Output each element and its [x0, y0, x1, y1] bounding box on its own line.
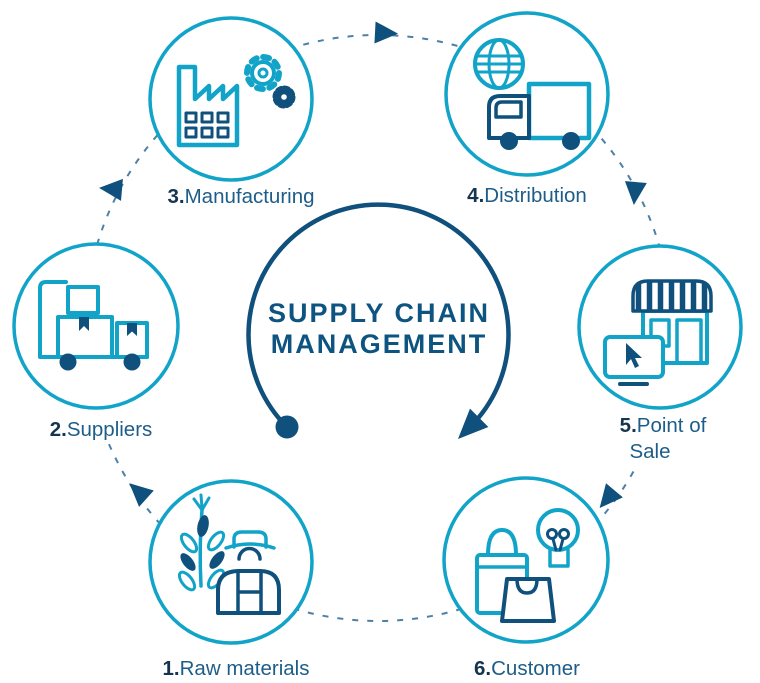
node-suppliers: 2.Suppliers	[38, 280, 160, 442]
hand-truck-frame	[38, 280, 149, 359]
node-distribution: 4.Distribution	[467, 38, 592, 207]
flow-arrow-distribution-to-pos	[624, 181, 647, 205]
flow-arrow-suppliers-to-manufacturing	[99, 178, 123, 201]
factory-gears-icon	[176, 54, 296, 148]
truck-wheel	[500, 132, 518, 150]
label-backing	[608, 412, 716, 464]
node-label: 6.Customer	[474, 657, 580, 680]
factory-windows	[184, 111, 230, 139]
storefront-monitor-icon	[603, 279, 713, 386]
factory-building	[176, 64, 240, 148]
globe-truck-icon	[473, 38, 592, 150]
center-arc-arrowhead	[457, 408, 489, 440]
lightbulb-icon	[536, 508, 580, 568]
node-label: 4.Distribution	[467, 184, 587, 207]
node-label: 3.Manufacturing	[167, 185, 314, 208]
awning-stripes	[635, 281, 708, 311]
node-label: 2.Suppliers	[50, 418, 153, 441]
farmer-hat-brim	[224, 542, 276, 550]
title-line-2: MANAGEMENT	[271, 329, 488, 359]
node-circle-raw-materials	[148, 479, 314, 645]
trolley-wheel	[59, 353, 77, 371]
flow-arrow-raw-to-suppliers	[129, 483, 154, 507]
store-door	[675, 318, 703, 365]
label-backing	[44, 416, 160, 442]
node-point-of-sale: 5.Point of Sale	[603, 279, 716, 464]
box-top	[66, 285, 100, 315]
trolley-wheel	[123, 353, 141, 371]
node-label: 1.Raw materials	[163, 657, 310, 680]
gear-icon-large	[244, 54, 282, 92]
center-arc-dot	[275, 415, 299, 439]
hand-truck-boxes-icon	[38, 280, 149, 371]
node-customer: 6.Customer	[474, 508, 580, 680]
truck-window	[494, 100, 523, 119]
title-line-1: SUPPLY CHAIN	[268, 298, 490, 328]
box-ribbon	[127, 323, 137, 336]
farmer-head	[237, 546, 262, 561]
node-manufacturing: 3.Manufacturing	[167, 54, 315, 208]
flow-arrow-manufacturing-to-distribution	[374, 21, 398, 44]
cursor-icon	[626, 343, 642, 368]
wheat-farmer-icon	[177, 493, 281, 615]
shopping-bag-small	[500, 577, 556, 623]
shopping-bags-lightbulb-icon	[475, 508, 580, 623]
farmer-icon	[216, 530, 281, 615]
center-arc	[246, 202, 511, 429]
truck-icon	[487, 81, 592, 150]
box-ribbon	[79, 317, 89, 331]
globe-icon	[473, 38, 525, 90]
node-label-line2: Sale	[629, 440, 670, 463]
center-motif: SUPPLY CHAIN MANAGEMENT	[246, 202, 511, 440]
truck-trailer	[526, 81, 592, 141]
truck-wheel	[562, 132, 580, 150]
flow-arrow-pos-to-customer	[599, 483, 623, 508]
farmer-overalls	[236, 569, 263, 615]
gear-icon-small	[272, 85, 296, 109]
node-raw-materials: 1.Raw materials	[163, 493, 310, 680]
node-label: 5.Point of	[620, 414, 707, 437]
wheat-icon	[177, 493, 226, 592]
farmer-hat-crown	[232, 530, 268, 549]
